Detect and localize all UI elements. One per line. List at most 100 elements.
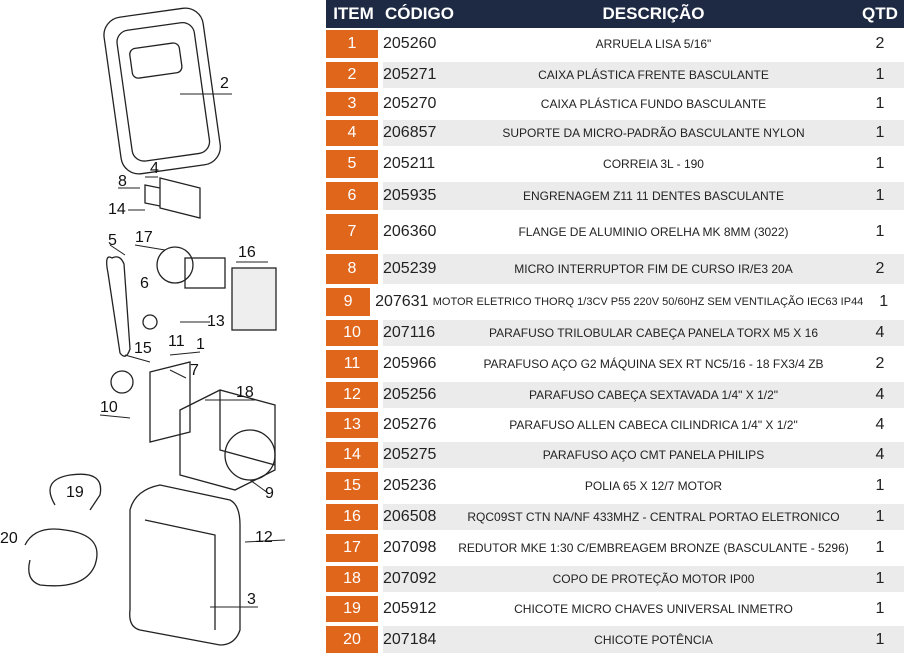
item-number: 6 [326,182,378,210]
item-code: 206360 [383,223,437,240]
harness-20-drawing [24,528,98,587]
item-quantity: 1 [875,477,885,494]
item-description: PARAFUSO ALLEN CABECA CILINDRICA 1/4" X … [509,418,798,432]
table-row: 13 205276 PARAFUSO ALLEN CABECA CILINDRICA… [326,410,904,440]
item-description: PARAFUSO TRILOBULAR CABEÇA PANELA TORX M… [488,326,818,340]
item-code: 205912 [383,600,437,617]
header-item: ITEM [333,4,374,23]
row-background [383,182,904,210]
item-code: 205271 [383,66,437,83]
callout-3: 3 [247,591,256,608]
item-code: 206508 [383,508,437,525]
item-code: 206857 [383,124,437,141]
item-code: 205935 [383,187,437,204]
item-quantity: 4 [875,386,885,403]
row-background [383,320,904,346]
item-number: 1 [326,30,378,58]
item-quantity: 1 [875,600,885,617]
row-background [383,382,904,408]
item-quantity: 4 [875,416,885,433]
row-background [383,626,904,653]
item-code: 205236 [383,477,437,494]
item-code: 207098 [383,539,437,556]
header-description: DESCRIÇÃO [602,4,705,23]
flange-drawing [149,361,191,443]
callout-15: 15 [134,340,152,357]
item-quantity: 1 [875,187,885,204]
row-background [383,504,904,530]
row-background [383,62,904,88]
item-number: 12 [326,382,378,408]
item-number: 20 [326,626,378,653]
item-number: 18 [326,566,378,592]
item-quantity: 2 [875,355,885,372]
item-description: CAIXA PLÁSTICA FUNDO BASCULANTE [540,97,767,111]
item-code: 207631 [375,293,429,310]
item-number: 19 [326,596,378,622]
item-number: 13 [326,412,378,438]
motor-drawing [224,429,276,481]
callout-16: 16 [238,244,256,261]
item-code: 205276 [383,416,437,433]
table-row: 3 205270 CAIXA PLÁSTICA FUNDO BASCULANTE 1 [326,90,904,118]
item-code: 205270 [383,95,437,112]
item-quantity: 1 [875,66,885,83]
item-number: 9 [326,288,371,316]
item-description: PARAFUSO AÇO G2 MÁQUINA SEX RT NC5/16 - … [483,357,824,371]
item-quantity: 4 [875,324,885,341]
callout-17: 17 [135,229,153,246]
header-qtd: QTD [862,4,898,23]
item-number: 3 [326,92,378,116]
item-description: MOTOR ELETRICO THORQ 1/3CV P55 220V 50/6… [432,296,864,308]
item-description: FLANGE DE ALUMINIO ORELHA MK 8MM (3022) [518,225,789,239]
item-quantity: 1 [875,95,885,112]
front-cover-drawing [103,7,221,175]
callout-10: 10 [100,399,118,416]
item-quantity: 2 [875,35,885,52]
callout-1: 1 [196,336,205,353]
row-background [383,566,904,592]
item-description: REDUTOR MKE 1:30 C/EMBREAGEM BRONZE (BAS… [458,541,849,555]
item-quantity: 1 [879,293,889,310]
callout-8: 8 [118,173,127,190]
rear-housing-drawing [129,484,241,646]
callout-6: 6 [140,275,149,292]
item-description: POLIA 65 X 12/7 MOTOR [584,479,723,493]
item-quantity: 4 [875,446,885,463]
item-code: 205239 [383,260,437,277]
item-description: PARAFUSO CABEÇA SEXTAVADA 1/4" X 1/2" [528,388,779,402]
item-code: 205260 [383,35,437,52]
row-background [383,254,904,284]
item-quantity: 1 [875,630,885,648]
reducer-drawing [156,246,194,284]
item-code: 207092 [383,570,437,587]
callout-9: 9 [265,485,274,502]
item-description: PARAFUSO AÇO CMT PANELA PHILIPS [542,448,765,462]
table-header: ITEM CÓDIGO DESCRIÇÃO QTD [326,0,904,28]
item-quantity: 1 [875,124,885,141]
belt-drawing [106,256,131,357]
item-code: 205966 [383,355,437,372]
callout-13: 13 [207,313,225,330]
callout-19: 19 [66,484,84,501]
item-description: RQC09ST CTN NA/NF 433MHZ - CENTRAL PORTA… [467,510,840,524]
item-description: CHICOTE MICRO CHAVES UNIVERSAL INMETRO [514,602,793,616]
exploded-parts-diagram: 2 4 8 14 17 5 16 6 13 11 1 15 7 18 10 9 … [0,7,286,646]
central-board-drawing [231,267,277,331]
item-number: 10 [326,320,378,346]
item-description: MICRO INTERRUPTOR FIM DE CURSO IR/E3 20A [514,262,793,276]
callout-11: 11 [168,333,185,350]
item-quantity: 2 [875,260,885,277]
